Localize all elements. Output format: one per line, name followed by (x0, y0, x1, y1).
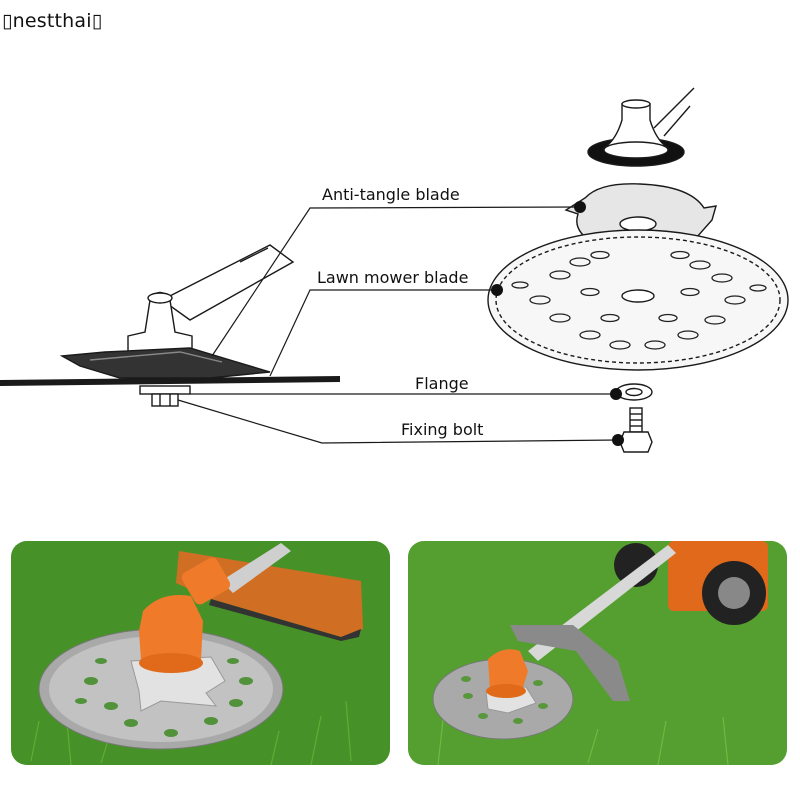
flange-drawing (615, 383, 653, 401)
leader-dots (491, 201, 624, 446)
photo-trimmer-in-use (408, 541, 787, 765)
box-glyph-left-icon: ▯ (2, 10, 13, 32)
label-anti-tangle-blade: Anti-tangle blade (322, 185, 460, 204)
leader-anti-tangle (211, 206, 581, 357)
leader-lawn-mower (269, 289, 497, 377)
fixing-bolt-drawing (619, 407, 653, 453)
exploded-parts-diagram (0, 87, 789, 453)
brand-name: nestthai (12, 10, 92, 32)
label-fixing-bolt: Fixing bolt (401, 420, 484, 439)
label-flange: Flange (415, 374, 469, 393)
label-lawn-mower-blade: Lawn mower blade (317, 268, 469, 287)
brand-logo-text: ▯nestthai▯ (2, 10, 102, 32)
leader-fixing-bolt (177, 399, 619, 444)
blade-perforations (511, 250, 767, 350)
leader-lines (177, 206, 619, 444)
box-glyph-right-icon: ▯ (91, 10, 103, 32)
assembled-trimmer-drawing (0, 244, 340, 407)
photo-blade-closeup (11, 541, 390, 765)
exploded-parts-drawing (487, 87, 789, 371)
